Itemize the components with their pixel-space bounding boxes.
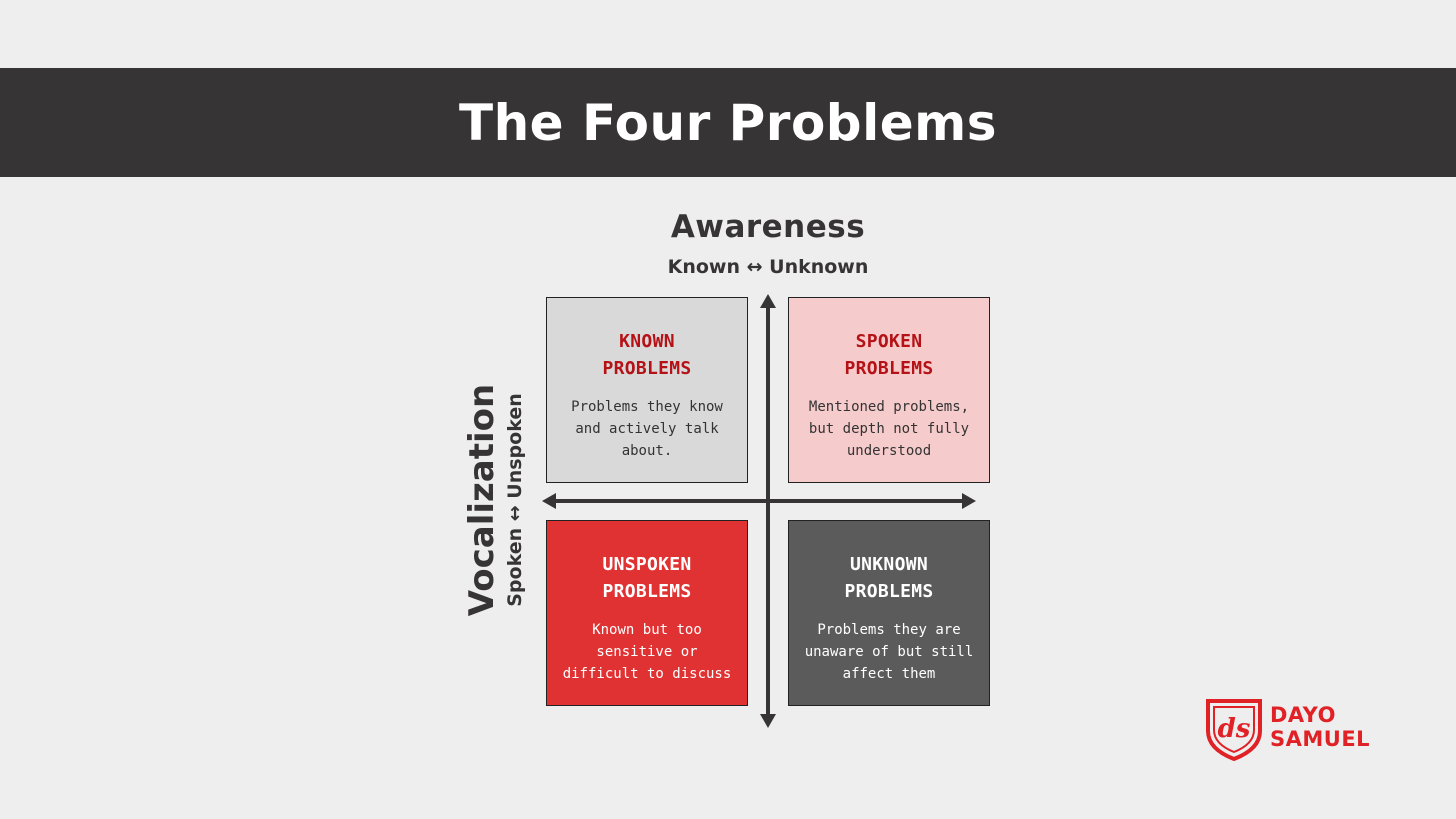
quadrant-title: UNKNOWN PROBLEMS — [789, 551, 989, 605]
vertical-axis-arrowhead-top — [760, 294, 776, 308]
quadrant-title: KNOWN PROBLEMS — [547, 328, 747, 382]
horizontal-axis-arrowhead-left — [542, 493, 556, 509]
quadrant-description: Problems they know and actively talk abo… — [571, 399, 723, 459]
brand-logo: ds DAYO SAMUEL — [1204, 697, 1379, 761]
page-title: The Four Problems — [458, 93, 998, 152]
vertical-axis-arrowhead-bottom — [760, 714, 776, 728]
quadrant-title: UNSPOKEN PROBLEMS — [547, 551, 747, 605]
quadrant-description: Mentioned problems, but depth not fully … — [808, 399, 970, 459]
quadrant-title-line2: PROBLEMS — [844, 581, 934, 602]
quadrant-title: SPOKEN PROBLEMS — [789, 328, 989, 382]
quadrant-title-line2: PROBLEMS — [844, 358, 934, 379]
horizontal-axis-title: Awareness — [670, 209, 866, 245]
shield-logo-icon: ds — [1206, 699, 1262, 761]
logo-wordmark: DAYO SAMUEL — [1270, 703, 1370, 751]
logo-mark-text: ds — [1218, 714, 1251, 744]
quadrant-title-line1: SPOKEN — [855, 331, 923, 352]
quadrant-title-line1: UNSPOKEN — [602, 554, 692, 575]
quadrant-spoken-problems: SPOKEN PROBLEMS Mentioned problems, but … — [788, 297, 990, 483]
quadrant-unspoken-problems: UNSPOKEN PROBLEMS Known but too sensitiv… — [546, 520, 748, 706]
quadrant-known-problems: KNOWN PROBLEMS Problems they know and ac… — [546, 297, 748, 483]
quadrant-title-line2: PROBLEMS — [602, 358, 692, 379]
logo-line2: SAMUEL — [1270, 727, 1371, 751]
horizontal-axis-subtitle: Known ↔ Unknown — [667, 256, 869, 278]
quadrant-title-line1: UNKNOWN — [850, 554, 928, 575]
quadrant-description: Known but too sensitive or difficult to … — [562, 622, 732, 682]
quadrant-title-line1: KNOWN — [619, 331, 675, 352]
title-banner: The Four Problems — [0, 68, 1456, 177]
horizontal-axis-arrowhead-right — [962, 493, 976, 509]
quadrant-description: Problems they are unaware of but still a… — [804, 622, 974, 682]
quadrant-unknown-problems: UNKNOWN PROBLEMS Problems they are unawa… — [788, 520, 990, 706]
logo-line1: DAYO — [1270, 703, 1336, 727]
quadrant-title-line2: PROBLEMS — [602, 581, 692, 602]
